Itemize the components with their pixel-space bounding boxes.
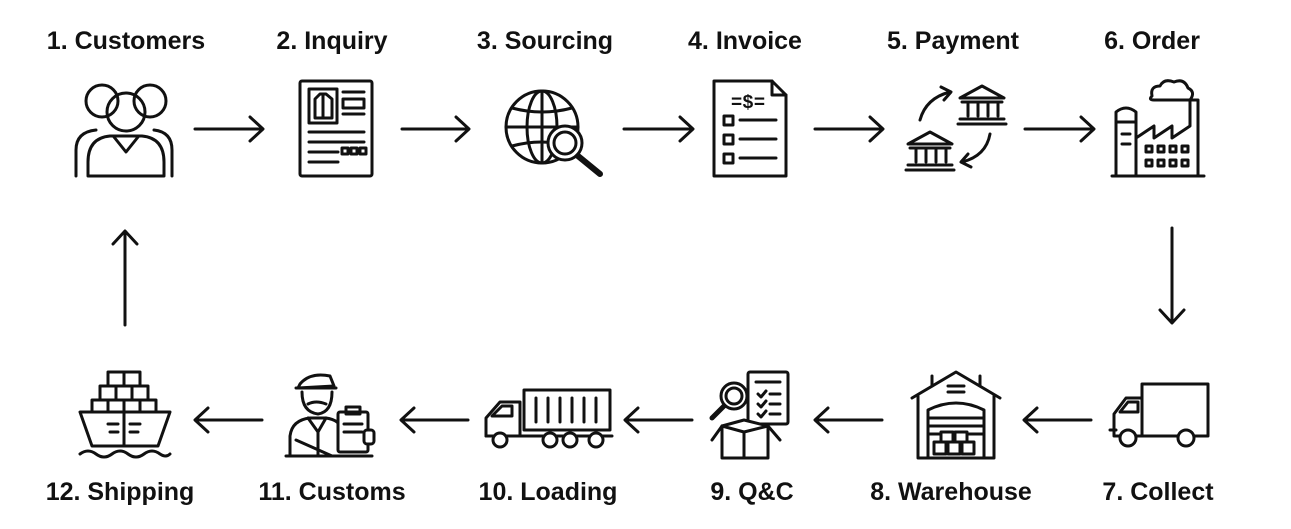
step-label-payment: 5. Payment [886, 27, 1020, 55]
step-label-customers: 1. Customers [46, 27, 206, 55]
arrow-7-to-8 [1022, 406, 1093, 434]
step-label-qc: 9. Q&C [710, 478, 794, 506]
arrow-3-to-4 [622, 115, 695, 143]
cargo-ship-icon [78, 370, 172, 459]
arrow-5-to-6 [1023, 115, 1096, 143]
arrow-9-to-10 [623, 406, 694, 434]
arrow-1-to-2 [193, 115, 265, 143]
arrow-2-to-3 [400, 115, 471, 143]
invoice-icon: =$= [712, 79, 788, 178]
flow-arrows [111, 115, 1186, 434]
arrow-4-to-5 [813, 115, 885, 143]
document-shirt-icon [298, 79, 374, 178]
invoice-dollar-symbol: =$= [731, 92, 765, 114]
step-label-sourcing: 3. Sourcing [476, 27, 614, 55]
arrow-12-to-1 [111, 229, 139, 327]
step-label-shipping: 12. Shipping [45, 478, 195, 506]
step-label-customs: 11. Customs [258, 478, 406, 506]
arrow-11-to-12 [193, 406, 264, 434]
people-group-icon [74, 83, 174, 178]
step-label-inquiry: 2. Inquiry [276, 27, 388, 55]
quality-check-icon [709, 370, 790, 460]
container-truck-icon [484, 388, 614, 449]
customs-officer-icon [284, 373, 376, 458]
factory-icon [1110, 79, 1206, 178]
step-label-loading: 10. Loading [478, 478, 618, 506]
step-label-warehouse: 8. Warehouse [870, 478, 1032, 506]
step-label-invoice: 4. Invoice [688, 27, 802, 55]
step-label-collect: 7. Collect [1102, 478, 1214, 506]
arrow-6-to-7 [1158, 226, 1186, 325]
arrow-8-to-9 [813, 406, 884, 434]
arrow-10-to-11 [399, 406, 470, 434]
step-label-order: 6. Order [1104, 27, 1200, 55]
delivery-truck-icon [1108, 382, 1210, 448]
globe-search-icon [504, 89, 603, 177]
bank-transfer-icon [904, 84, 1008, 172]
warehouse-icon [910, 370, 1002, 460]
